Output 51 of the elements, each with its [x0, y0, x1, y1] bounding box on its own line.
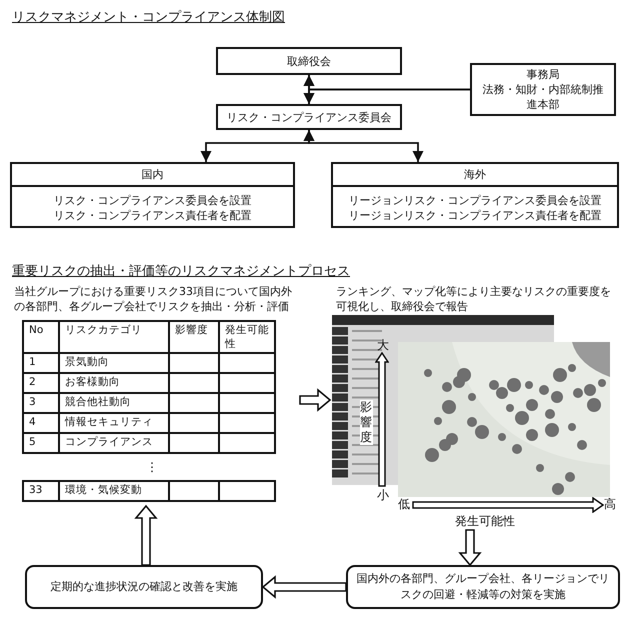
arrow — [304, 130, 424, 162]
org-box — [216, 104, 402, 130]
axis-label: 大 — [377, 338, 389, 352]
table-cell: 1 — [23, 353, 59, 373]
process-box — [346, 565, 620, 609]
table-header-cell: 影響度 — [169, 321, 219, 353]
box-text: リスク・コンプライアンス委員会を設置 — [52, 193, 252, 208]
axis-label: 影響度 — [360, 400, 373, 445]
step-caption: 当社グループにおける重要リスク33項目について国内外の各部門、各グループ会社でリスクを抽出・分析・評価 — [14, 284, 293, 314]
box-heading: 国内 — [12, 164, 293, 187]
box-text: リスク・コンプライアンス委員会 — [226, 110, 392, 124]
box-text: 法務・知財・内部統制推進本部 — [482, 82, 604, 112]
org-box — [216, 47, 402, 75]
table-cell: コンプライアンス — [59, 433, 169, 453]
arrow — [304, 88, 470, 104]
table-cell: 景気動向 — [59, 353, 169, 373]
table-cell: 2 — [23, 373, 59, 393]
box-text: 定期的な進捗状況の確認と改善を実施 — [50, 579, 238, 595]
table-header-cell: リスクカテゴリ — [59, 321, 169, 353]
org-box — [331, 162, 619, 228]
box-text: リスク・コンプライアンス責任者を配置 — [52, 208, 252, 223]
arrow — [134, 504, 158, 566]
table-cell: 情報セキュリティ — [59, 413, 169, 433]
box-text: 国内外の各部門、グループ会社、各リージョンでリスクの回避・軽減等の対策を実施 — [356, 571, 610, 603]
box-text: 取締役会 — [287, 54, 331, 68]
section-heading: 重要リスクの抽出・評価等のリスクマネジメントプロセス — [12, 263, 350, 280]
table-header-cell: No — [23, 321, 59, 353]
axis-label: 発生可能性 — [455, 514, 515, 528]
process-box — [25, 565, 263, 609]
box-text: リージョンリスク・コンプライアンス委員会を設置 — [348, 193, 602, 208]
table-cell: 3 — [23, 393, 59, 413]
arrow — [458, 529, 482, 566]
axis-label: 高 — [604, 497, 616, 511]
org-box — [470, 63, 616, 116]
axis-label: 低 — [398, 497, 410, 511]
table-cell: お客様動向 — [59, 373, 169, 393]
table-header-cell: 発生可能性 — [219, 321, 275, 353]
table-cell: 5 — [23, 433, 59, 453]
arrow — [262, 575, 347, 599]
diagram-title: リスクマネジメント・コンプライアンス体制図 — [12, 9, 285, 26]
table-cell: 4 — [23, 413, 59, 433]
ellipsis-mark: ⋮ — [146, 460, 158, 475]
box-text: リージョンリスク・コンプライアンス責任者を配置 — [348, 208, 602, 223]
step-caption: ランキング、マップ化等により主要なリスクの重要度を可視化し、取締役会で報告 — [336, 284, 612, 314]
table-cell: 33 — [23, 481, 59, 501]
table-cell: 競合他社動向 — [59, 393, 169, 413]
box-heading: 海外 — [333, 164, 617, 187]
arrow — [299, 388, 332, 412]
org-box — [10, 162, 295, 228]
table-cell: 環境・気候変動 — [59, 481, 169, 501]
box-heading: 事務局 — [526, 67, 560, 82]
